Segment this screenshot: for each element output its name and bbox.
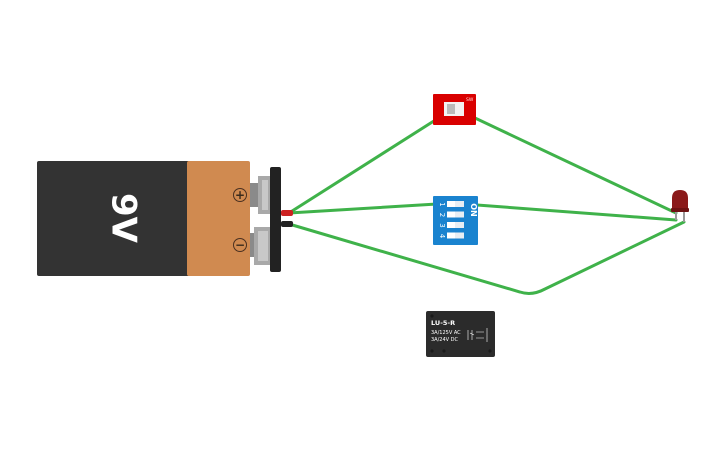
dip-switch-position-4[interactable]: 4 bbox=[438, 232, 464, 239]
battery-snap-connector[interactable] bbox=[270, 167, 281, 272]
led-rim bbox=[671, 208, 689, 212]
relay-rating-ac: 3A/125V AC bbox=[431, 330, 461, 336]
dip-switch-body bbox=[433, 196, 478, 245]
battery-plus-label: + bbox=[235, 188, 245, 202]
battery-negative-terminal[interactable] bbox=[250, 227, 272, 265]
slide-switch-knob[interactable] bbox=[447, 104, 455, 114]
battery-plus-marker bbox=[233, 188, 247, 202]
relay-pins bbox=[430, 314, 492, 353]
wire-slide-switch-to-led[interactable] bbox=[473, 116, 678, 215]
dip-switch[interactable]: ON 1 2 3 4 bbox=[433, 196, 478, 245]
dip-switch-lever[interactable] bbox=[447, 222, 455, 228]
battery-minus-marker bbox=[233, 238, 247, 252]
relay-schematic-icon bbox=[467, 328, 488, 342]
dip-switch-track bbox=[447, 201, 464, 207]
led[interactable] bbox=[671, 190, 689, 222]
dip-switch-track bbox=[447, 232, 464, 239]
led-leg-cathode bbox=[683, 210, 685, 222]
battery-cap bbox=[187, 161, 250, 276]
dip-switch-number-label: 3 bbox=[438, 223, 446, 227]
battery-body bbox=[37, 161, 190, 276]
led-leg-anode bbox=[675, 210, 677, 220]
dip-switch-track bbox=[447, 222, 464, 228]
relay[interactable]: LU-5-R 3A/125V AC 3A/24V DC bbox=[426, 311, 495, 357]
battery-red-lead[interactable] bbox=[281, 210, 293, 216]
led-body bbox=[672, 190, 688, 212]
relay-rating-dc: 3A/24V DC bbox=[431, 337, 459, 343]
dip-switch-position-2[interactable]: 2 bbox=[438, 211, 464, 218]
dip-switch-lever[interactable] bbox=[447, 232, 455, 239]
wires bbox=[287, 116, 686, 295]
wire-battery-to-slide-switch[interactable] bbox=[287, 117, 439, 215]
dip-switch-lever[interactable] bbox=[447, 211, 455, 218]
wire-battery-to-dip-switch[interactable] bbox=[287, 202, 439, 215]
battery-voltage-label: 9V bbox=[104, 193, 144, 244]
dip-switch-track bbox=[447, 211, 464, 218]
dip-switch-position-1[interactable]: 1 bbox=[438, 201, 464, 207]
wire-dip-switch-to-led[interactable] bbox=[475, 203, 678, 222]
battery-9v[interactable]: 9V + − bbox=[37, 161, 293, 276]
wire-battery-negative-to-led[interactable] bbox=[287, 220, 686, 295]
battery-positive-terminal[interactable] bbox=[250, 176, 272, 214]
battery-minus-label: − bbox=[235, 238, 245, 252]
slide-switch-mark: SW bbox=[466, 97, 474, 103]
battery-black-lead[interactable] bbox=[281, 221, 293, 227]
dip-switch-number-label: 2 bbox=[438, 213, 446, 217]
dip-switch-number-label: 4 bbox=[438, 234, 446, 239]
dip-switch-position-3[interactable]: 3 bbox=[438, 222, 464, 228]
relay-body bbox=[426, 311, 495, 357]
dip-switch-lever[interactable] bbox=[447, 201, 455, 207]
dip-switch-number-label: 1 bbox=[438, 202, 446, 206]
dip-switch-on-label: ON bbox=[469, 203, 478, 217]
slide-switch[interactable]: SW bbox=[433, 94, 476, 125]
relay-model: LU-5-R bbox=[431, 319, 455, 327]
